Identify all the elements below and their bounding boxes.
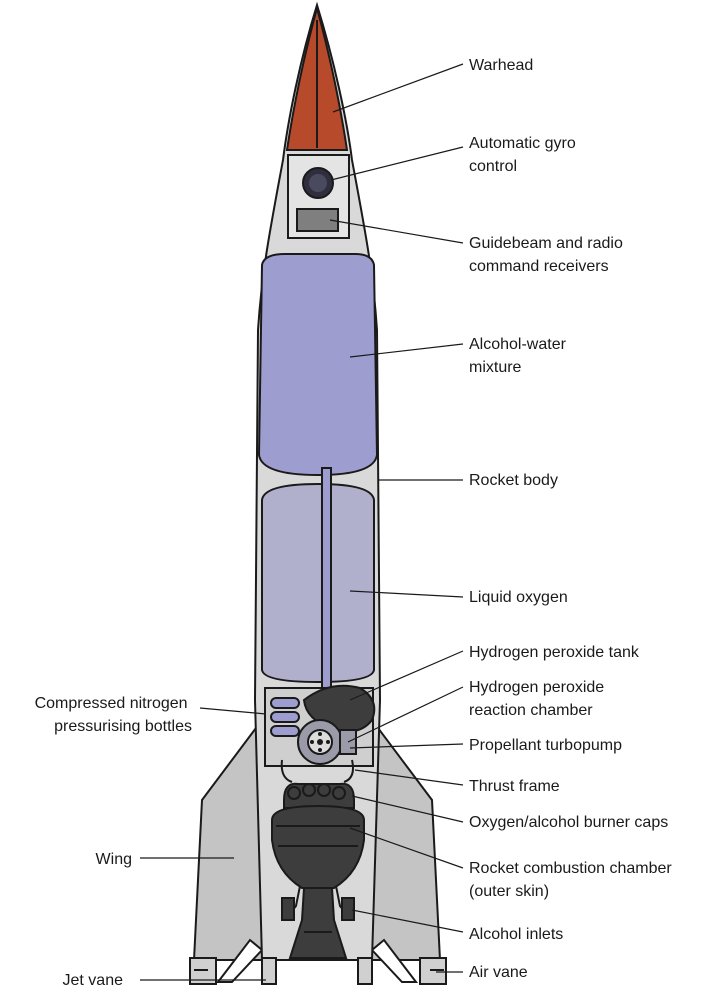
label-guidebeam: Guidebeam and radio command receivers: [469, 235, 627, 275]
nitrogen-bottle: [270, 725, 300, 737]
labels-left: Compressed nitrogen pressurising bottles…: [35, 695, 192, 989]
alcohol-tank: [257, 253, 379, 477]
nitrogen-bottle: [270, 711, 300, 723]
label-nitrogen: Compressed nitrogen pressurising bottles: [35, 695, 192, 735]
oxygen-tank: [261, 482, 375, 684]
jet-vane: [357, 957, 373, 985]
label-jet-vane: Jet vane: [63, 972, 124, 989]
nozzle: [288, 887, 348, 959]
label-combustion: Rocket combustion chamber (outer skin): [469, 860, 676, 900]
label-liquid-oxygen: Liquid oxygen: [469, 589, 568, 606]
label-h2o2-tank: Hydrogen peroxide tank: [469, 644, 640, 661]
label-thrust-frame: Thrust frame: [469, 778, 560, 795]
label-h2o2-chamber: Hydrogen peroxide reaction chamber: [469, 679, 609, 719]
label-gyro: Automatic gyro control: [469, 135, 580, 175]
label-rocket-body: Rocket body: [469, 472, 558, 489]
leader-lines: [140, 63, 464, 981]
label-alcohol: Alcohol-water mixture: [469, 336, 570, 376]
nitrogen-bottle: [270, 697, 300, 709]
label-warhead: Warhead: [469, 57, 533, 74]
label-air-vane: Air vane: [469, 964, 528, 981]
label-alcohol-inlets: Alcohol inlets: [469, 926, 563, 943]
label-wing: Wing: [96, 851, 132, 868]
labels-right: Warhead Automatic gyro control Guidebeam…: [469, 57, 676, 981]
label-burner-caps: Oxygen/alcohol burner caps: [469, 814, 668, 831]
receiver-box: [296, 208, 339, 232]
label-turbopump: Propellant turbopump: [469, 737, 622, 754]
fuel-pipe: [321, 467, 332, 704]
jet-vane: [261, 957, 277, 985]
